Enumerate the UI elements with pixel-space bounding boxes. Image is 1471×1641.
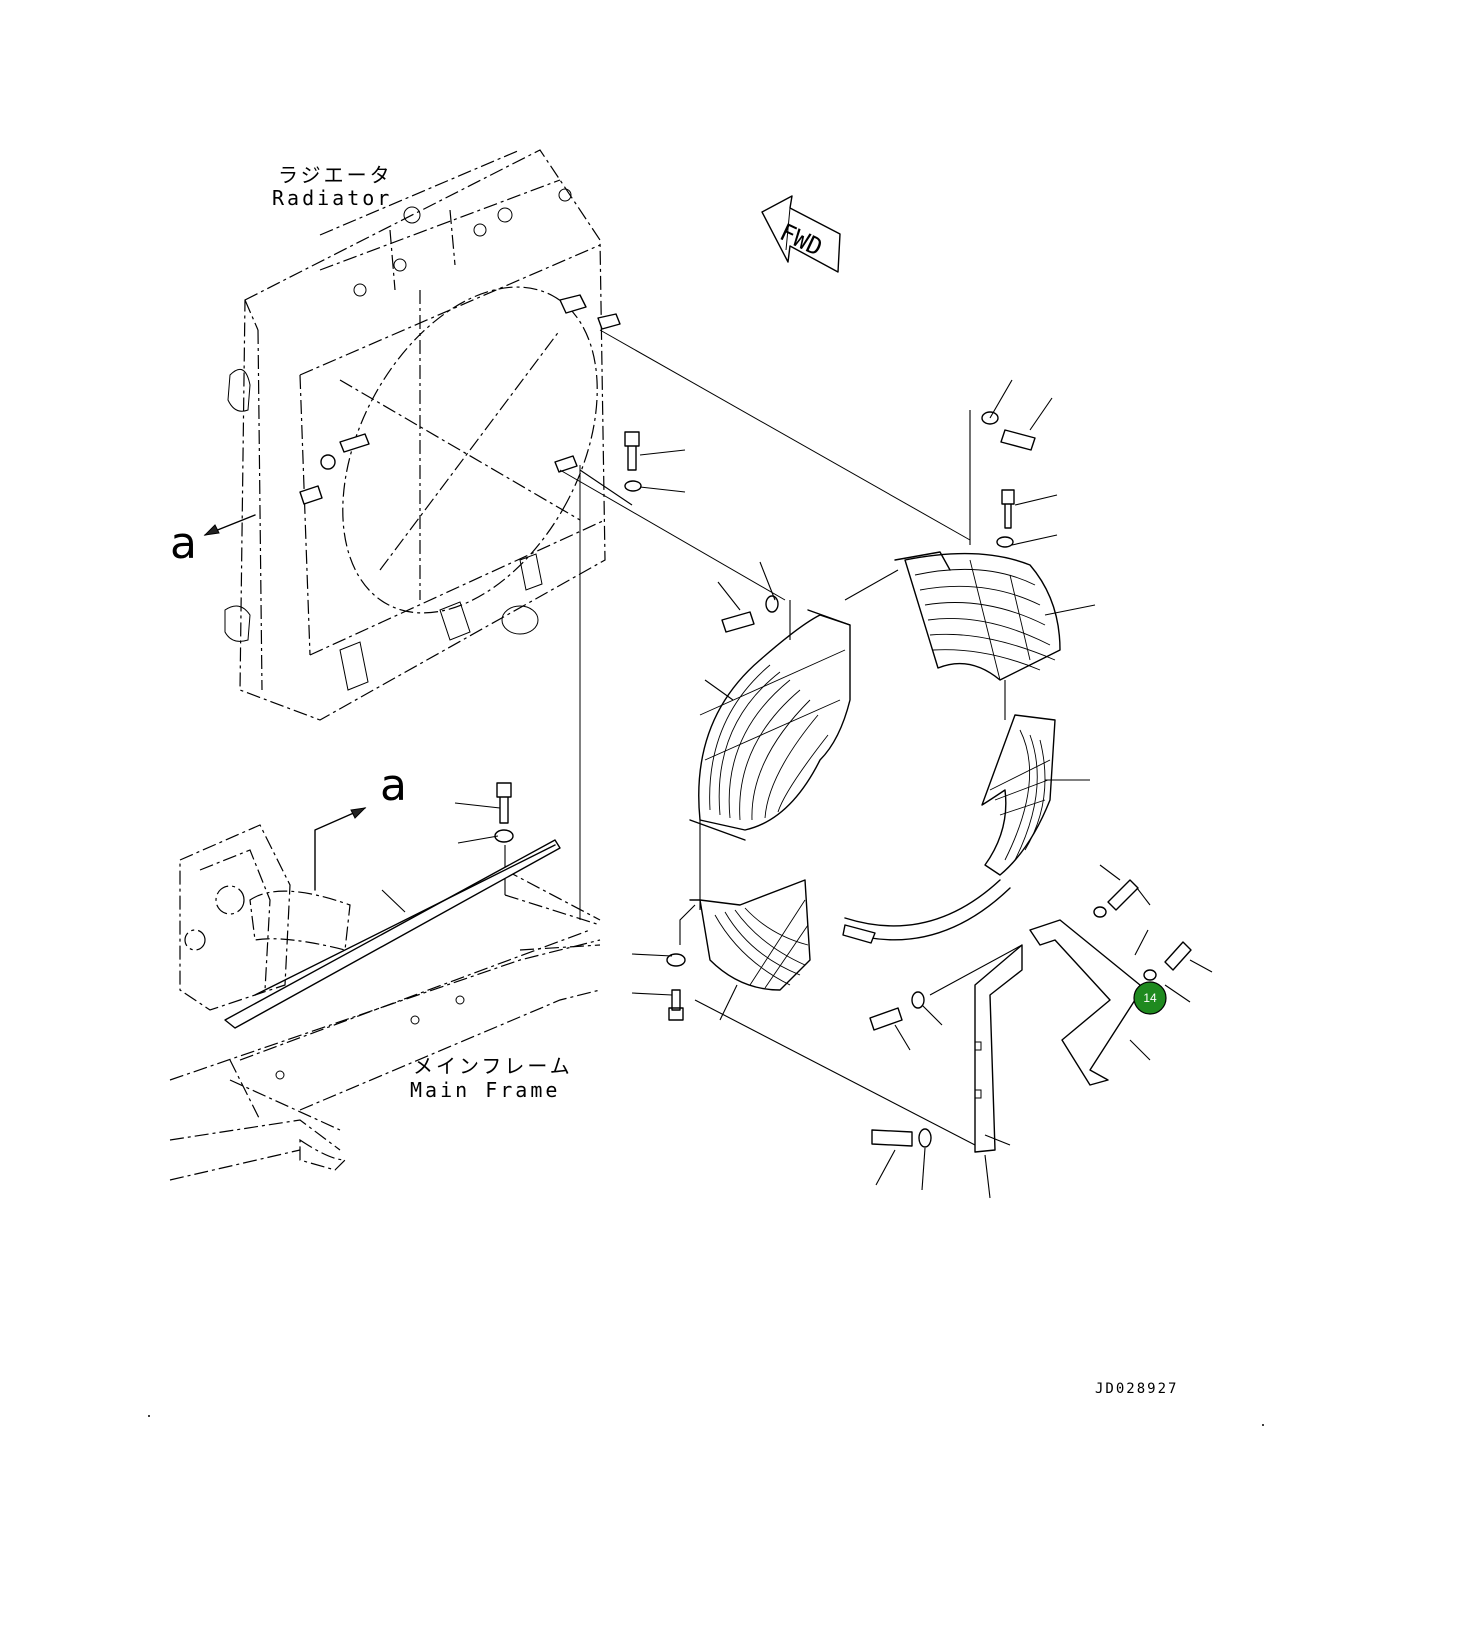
radiator-label-jp: ラジエータ [278,163,393,187]
fan-guard-segment-upper-right [894,551,1061,681]
seal-strip [224,839,561,1029]
radiator-label-en: Radiator [272,186,392,210]
view-label-a-lower: a [380,760,407,811]
stray-dot-right [1262,1424,1264,1426]
callout-circle[interactable] [1133,981,1167,1015]
main-frame-assembly [169,824,601,1181]
drawing-code: JD028927 [1095,1381,1178,1397]
stray-dot-left [148,1415,150,1417]
stay-brackets [974,919,1141,1153]
view-arrow-a-upper [203,514,256,536]
fan-guard-lower-band [844,879,1011,941]
fan-guard-segment-right [981,714,1056,876]
main-frame-label-jp: メインフレーム [413,1054,573,1078]
fan-guard-segment-left [689,609,851,841]
radiator-assembly [224,149,621,721]
fasteners [494,411,1192,1148]
view-label-a-upper: a [170,518,197,569]
callout-marker-14[interactable]: 14 [1133,981,1167,1015]
leader-lines [454,379,1213,1199]
fwd-arrow [761,195,841,273]
main-frame-label-en: Main Frame [410,1078,560,1102]
view-arrow-a-lower [314,807,367,891]
callout-number[interactable]: 14 [1143,991,1157,1005]
fan-guard-segment-lower-left [689,879,811,991]
